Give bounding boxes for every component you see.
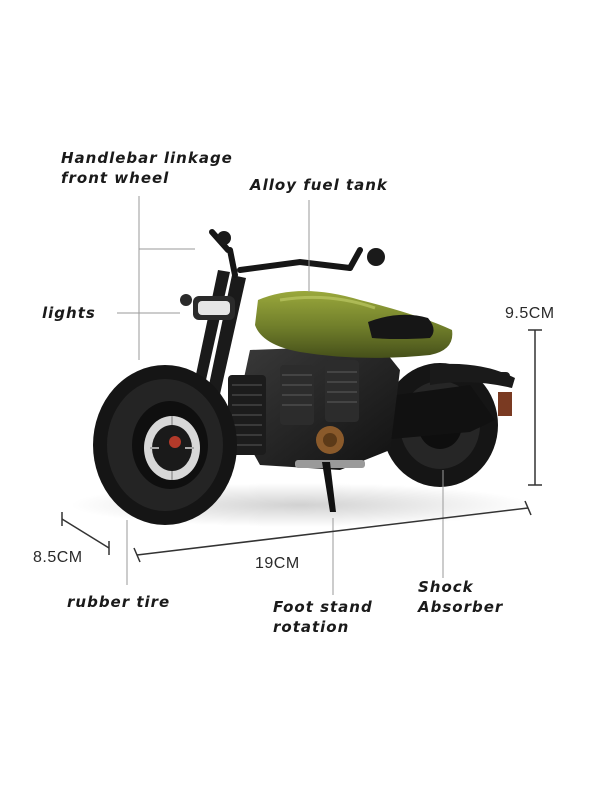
callout-fuel-tank: Alloy fuel tank (250, 176, 388, 194)
callout-foot-stand: Foot stand rotation (273, 597, 373, 637)
callout-shock-absorber: Shock Absorber (418, 577, 503, 617)
seat (368, 314, 434, 339)
callout-lights: lights (42, 304, 96, 322)
dim-width-line (61, 518, 110, 549)
rear-tail (430, 363, 515, 388)
engine-block (235, 345, 400, 470)
callout-shock-line2: Absorber (418, 598, 504, 616)
dimension-height-label: 9.5CM (505, 305, 555, 322)
radiator (228, 375, 266, 455)
fuel-tank (255, 291, 453, 358)
dimension-length-label: 19CM (255, 555, 300, 572)
handlebars (209, 229, 363, 278)
callout-foot-stand-line2: rotation (273, 618, 350, 636)
callout-handlebar-line2: front wheel (61, 169, 170, 187)
mirrors (217, 231, 385, 266)
callout-foot-stand-line1: Foot stand (273, 598, 373, 616)
front-wheel (93, 365, 237, 525)
callout-shock-line1: Shock (418, 578, 474, 596)
kickstand (322, 462, 336, 512)
callout-handlebar-line1: Handlebar linkage (61, 149, 233, 167)
dim-length-line (136, 507, 529, 556)
callout-handlebar-linkage: Handlebar linkage front wheel (61, 148, 233, 188)
headlight (180, 294, 235, 320)
callout-rubber-tire: rubber tire (67, 593, 171, 611)
dimension-width-label: 8.5CM (33, 549, 83, 566)
